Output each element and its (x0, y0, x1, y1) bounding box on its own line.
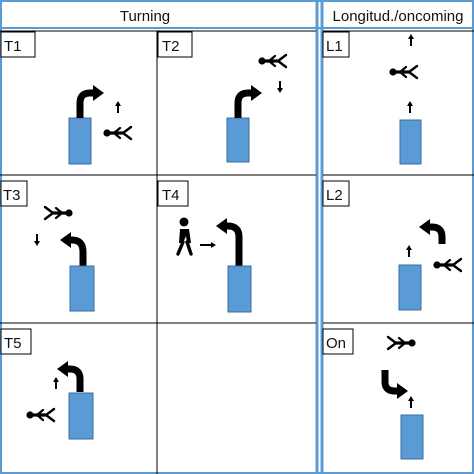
vehicle-icon (68, 117, 92, 165)
cell-l2: L2 (322, 180, 463, 311)
cell-label-box (322, 31, 350, 58)
cell-l1: L1 (322, 31, 422, 165)
header-longitudinal: Longitud./oncoming (333, 8, 464, 25)
cell-label-t4: T4 (162, 187, 180, 204)
turn-left-arrow-icon (60, 232, 87, 266)
cell-label-l1: L1 (326, 38, 343, 55)
vehicle-icon (400, 414, 424, 460)
turn-right-arrow-icon (381, 370, 408, 399)
pedestrian-icon (386, 335, 418, 351)
cell-label-box (0, 31, 36, 58)
cell-label-t2: T2 (162, 38, 180, 55)
arrow-up-icon (114, 100, 122, 114)
cell-t3: T3 (0, 180, 95, 312)
cell-label-box (322, 180, 350, 207)
turn-left-arrow-icon (419, 219, 446, 244)
walking-pedestrian-icon (176, 217, 193, 256)
cell-t1: T1 (0, 31, 133, 165)
pedestrian-icon (431, 257, 463, 273)
cell-label-l2: L2 (326, 187, 343, 204)
vehicle-icon (398, 264, 422, 311)
arrow-up-icon (406, 100, 414, 114)
turn-right-arrow-icon (234, 85, 262, 118)
pedestrian-icon (24, 407, 56, 423)
arrow-right-icon (199, 241, 217, 249)
vehicle-icon (399, 119, 422, 165)
cell-label-box (157, 31, 193, 58)
arrow-up-icon (407, 33, 415, 47)
cell-grid (0, 30, 474, 474)
pedestrian-icon (101, 125, 133, 141)
arrow-up-icon (405, 244, 413, 258)
cell-label-t3: T3 (3, 187, 21, 204)
turn-left-arrow-icon (216, 218, 243, 266)
arrow-down-icon (33, 233, 41, 247)
vehicle-icon (227, 265, 252, 313)
vehicle-icon (226, 117, 250, 163)
pedestrian-icon (43, 205, 75, 221)
arrow-up-icon (52, 376, 60, 390)
cell-t4: T4 (157, 180, 252, 313)
header-turning: Turning (120, 8, 170, 25)
cell-label-box (322, 328, 354, 355)
turn-right-arrow-icon (76, 85, 104, 118)
cell-label-t1: T1 (4, 38, 22, 55)
cell-label-t5: T5 (4, 335, 22, 352)
cell-t5: T5 (0, 328, 94, 440)
cell-on: On (322, 328, 424, 460)
cell-label-on: On (326, 335, 346, 352)
cell-label-box (157, 180, 189, 207)
cell-label-box (0, 180, 28, 207)
arrow-down-icon (276, 80, 284, 94)
vehicle-icon (68, 392, 94, 440)
pedestrian-icon (387, 64, 419, 80)
vehicle-icon (69, 265, 95, 312)
cell-label-box (0, 328, 32, 355)
pedestrian-icon (256, 53, 288, 69)
cell-t2: T2 (157, 31, 288, 163)
turn-left-arrow-icon (57, 361, 84, 392)
arrow-up-icon (407, 395, 415, 409)
